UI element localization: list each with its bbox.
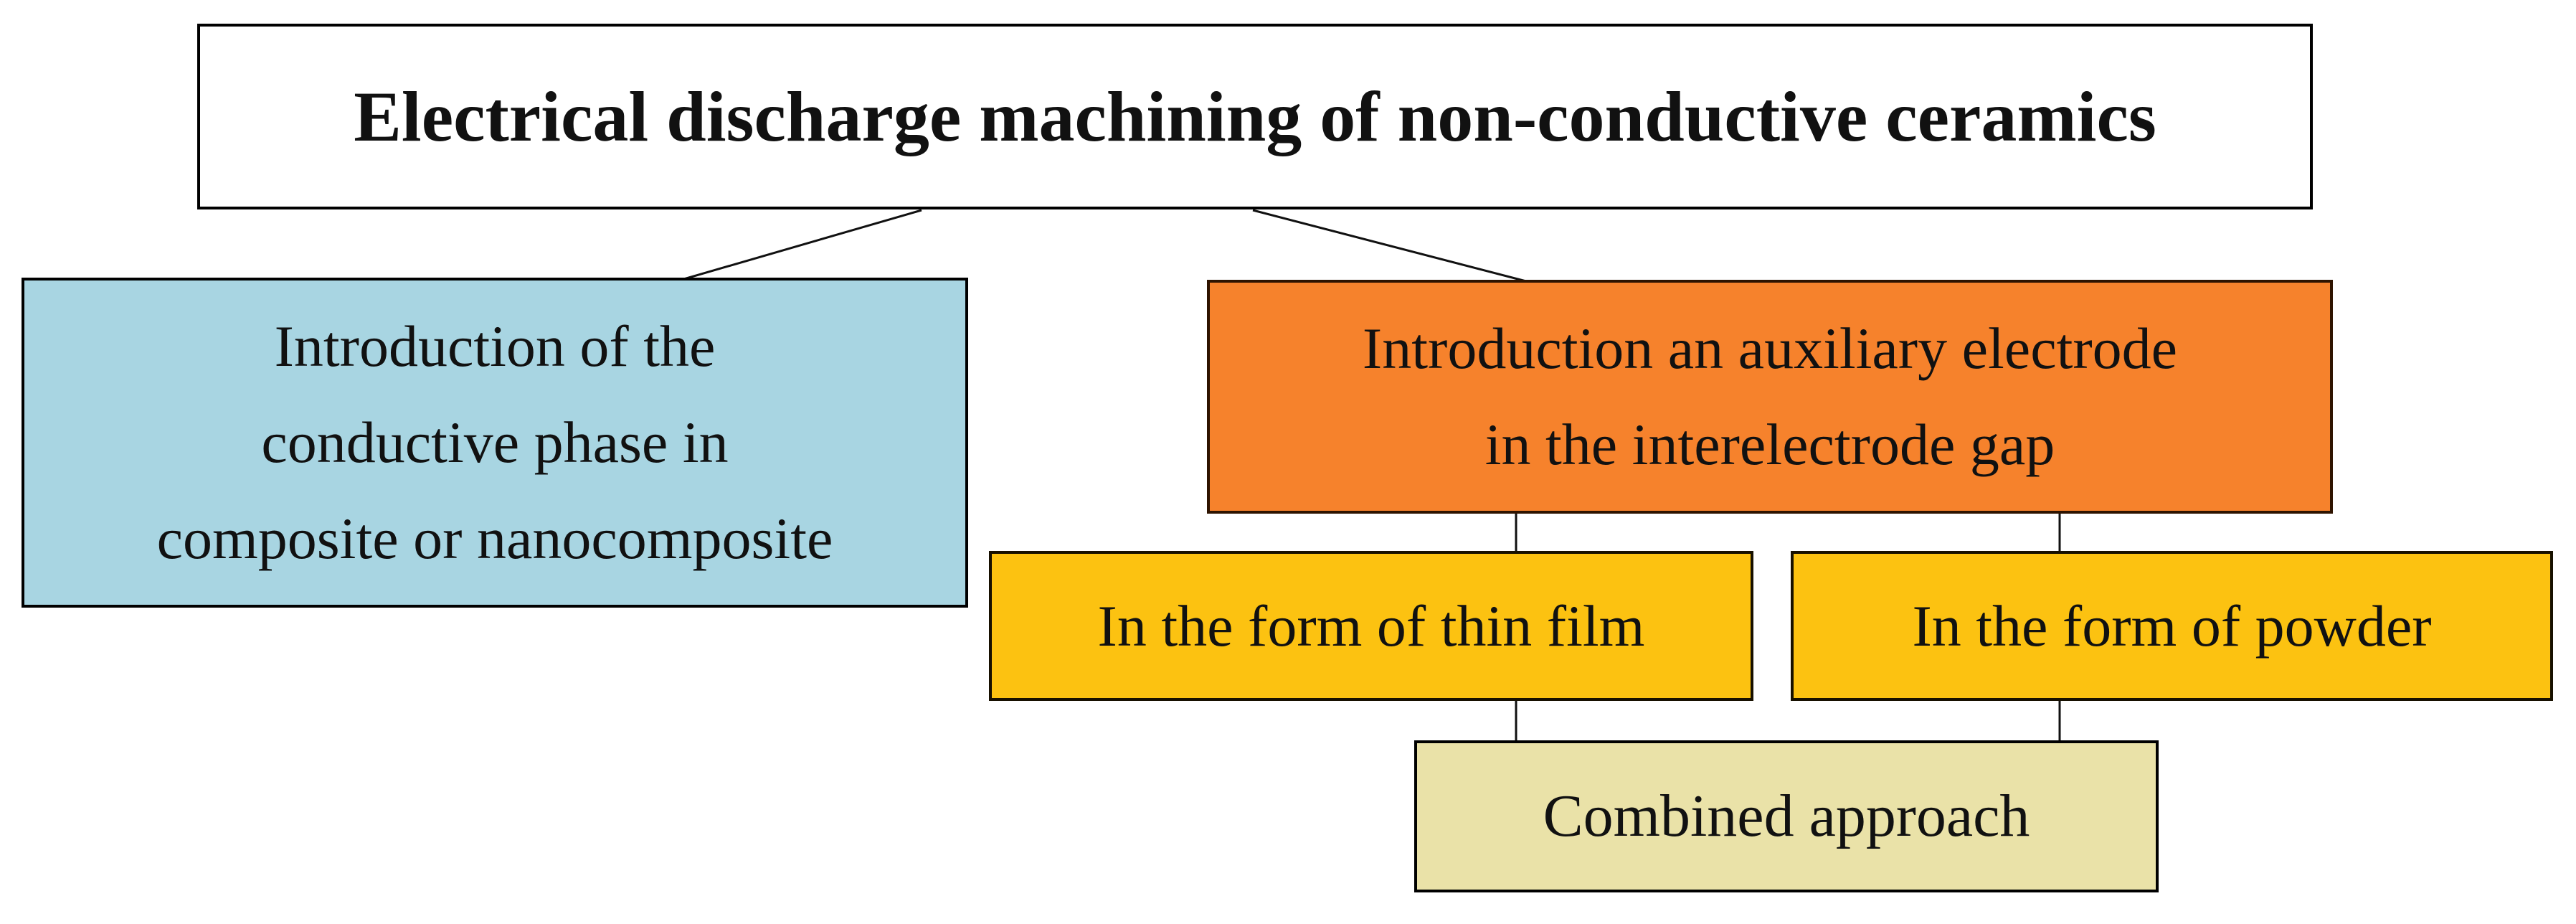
connector-title-to-auxiliary-electrode xyxy=(1252,209,1527,283)
thin-film-label: In the form of thin film xyxy=(1097,593,1645,659)
root-box-label: Electrical discharge machining of non-co… xyxy=(354,76,2156,156)
auxiliary-electrode-line-2: in the interelectrode gap xyxy=(1484,412,2055,477)
root-box-edm-non-conductive-ceramics: Electrical discharge machining of non-co… xyxy=(197,24,2313,209)
powder-label: In the form of powder xyxy=(1912,593,2432,659)
auxiliary-electrode-line-1: Introduction an auxiliary electrode xyxy=(1362,316,2178,381)
conductive-phase-line-1: Introduction of the xyxy=(274,314,716,379)
conductive-phase-line-2: conductive phase in xyxy=(261,410,729,475)
powder-box: In the form of powder xyxy=(1791,551,2553,701)
combined-approach-label: Combined approach xyxy=(1543,783,2030,849)
connector-title-to-conductive-phase xyxy=(681,209,922,281)
combined-approach-box: Combined approach xyxy=(1414,740,2159,892)
conductive-phase-line-3: composite or nanocomposite xyxy=(156,506,833,571)
thin-film-box: In the form of thin film xyxy=(989,551,1753,701)
conductive-phase-box: Introduction of the conductive phase in … xyxy=(22,278,968,608)
auxiliary-electrode-box: Introduction an auxiliary electrode in t… xyxy=(1207,280,2333,514)
